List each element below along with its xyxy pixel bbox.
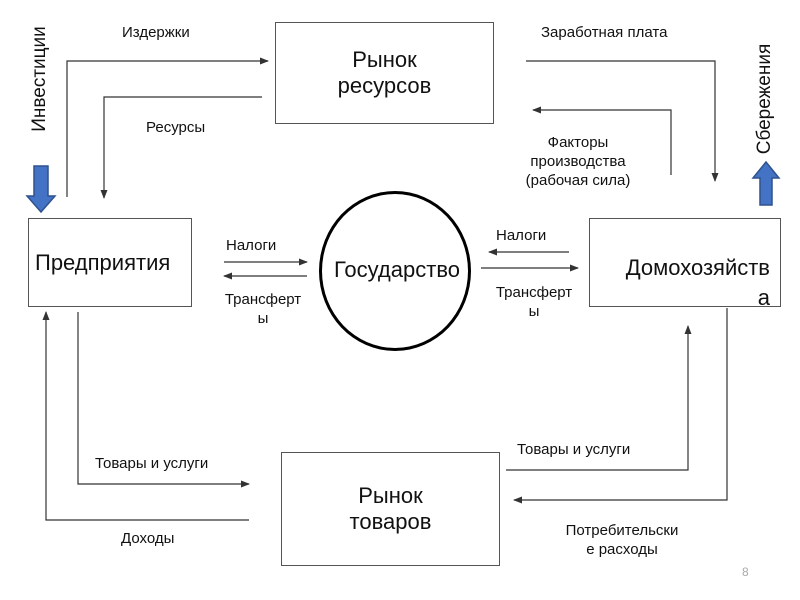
- investments-arrow-icon: [25, 165, 57, 214]
- income-label: Доходы: [121, 530, 175, 547]
- taxes-right-label: Налоги: [496, 227, 547, 244]
- households-title: Домохозяйств а: [625, 255, 770, 310]
- goods-market-box: Рынок товаров: [281, 452, 500, 566]
- resource-market-box: Рынок ресурсов: [275, 22, 494, 124]
- consumer-spending-label: Потребительски е расходы: [565, 522, 679, 558]
- savings-label: Сбережения: [754, 43, 775, 155]
- consumer-spending-arrow: [513, 308, 728, 504]
- wages-label: Заработная плата: [541, 24, 668, 41]
- costs-label: Издержки: [122, 24, 190, 41]
- costs-arrow: [66, 57, 269, 197]
- savings-arrow-icon: [751, 160, 781, 206]
- goods-market-title: Рынок товаров: [349, 483, 432, 534]
- resources-arrow: [100, 96, 262, 199]
- firms-box: Предприятия: [28, 218, 192, 307]
- households-box: Домохозяйств а: [589, 218, 781, 310]
- goods-left-arrow: [77, 312, 250, 488]
- wages-arrow: [526, 60, 719, 182]
- investments-label: Инвестиции: [29, 26, 50, 132]
- taxes-left-label: Налоги: [226, 237, 277, 254]
- goods-left-label: Товары и услуги: [95, 455, 209, 472]
- transfers-right-label: Трансферт ы: [495, 284, 573, 320]
- firms-title: Предприятия: [35, 249, 171, 275]
- income-arrow: [42, 311, 249, 521]
- page-number: 8: [742, 565, 749, 579]
- factors-arrow: [532, 106, 672, 175]
- goods-right-arrow: [506, 325, 692, 471]
- goods-right-label: Товары и услуги: [517, 441, 631, 458]
- government-circle: [319, 191, 471, 351]
- resource-market-title: Рынок ресурсов: [337, 47, 432, 98]
- factors-label: Факторы производства (рабочая сила): [525, 134, 631, 189]
- resources-label: Ресурсы: [146, 119, 206, 136]
- transfers-left-label: Трансферт ы: [224, 291, 302, 327]
- government-title: Государство: [333, 257, 460, 282]
